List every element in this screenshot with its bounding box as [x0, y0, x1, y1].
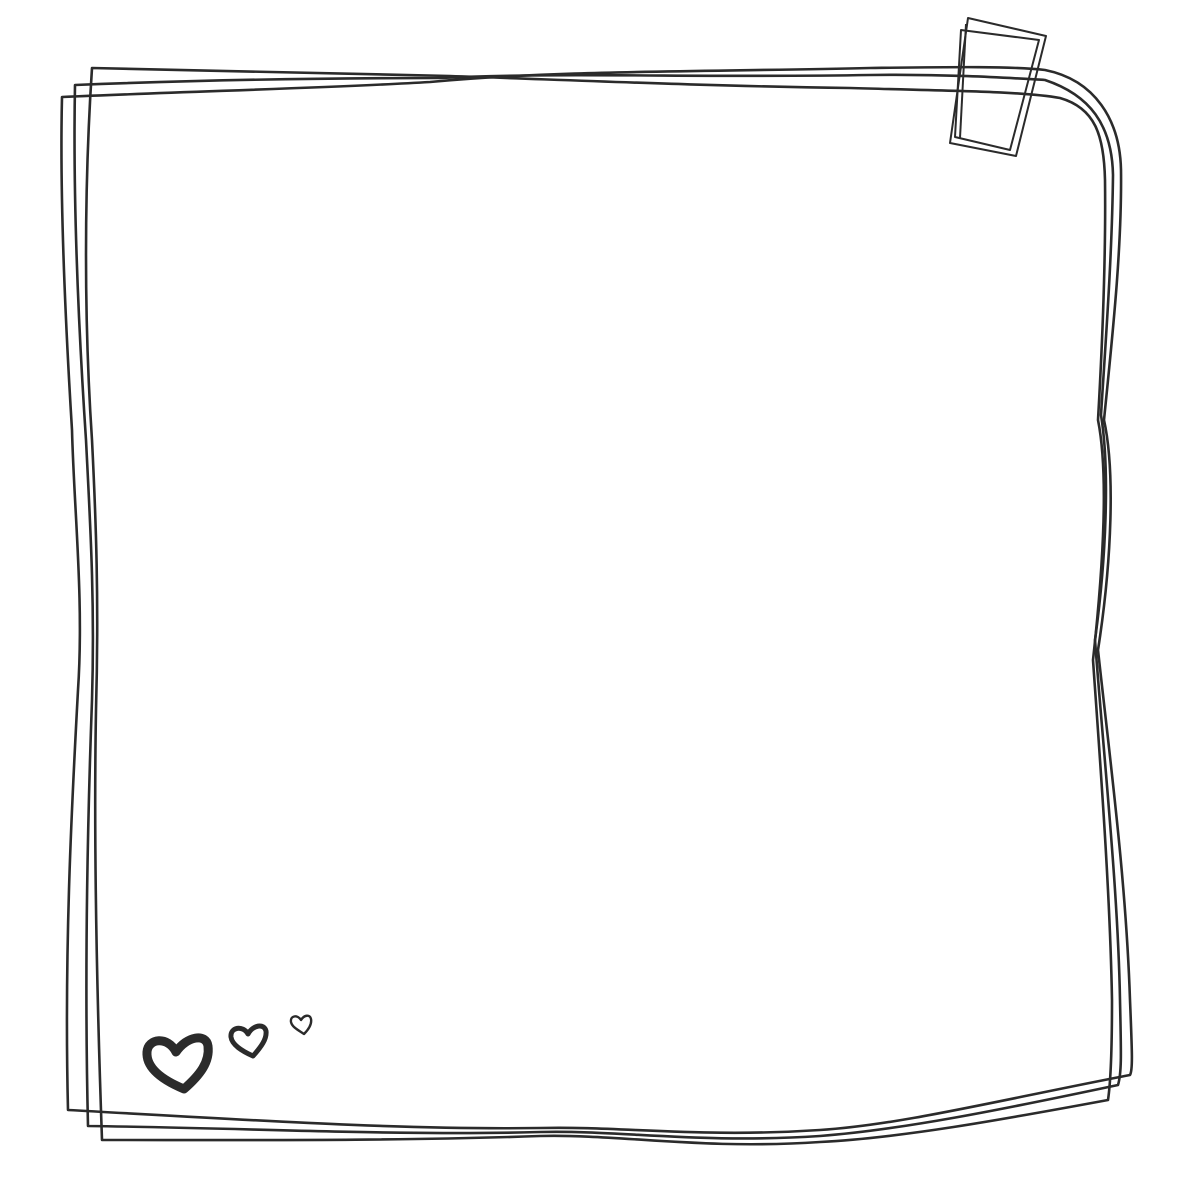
hearts-group: [142, 1014, 313, 1094]
frame-line-middle: [73, 73, 1123, 1140]
medium-heart-icon: [228, 1023, 269, 1059]
tape-strip-icon: [949, 17, 1047, 157]
hand-drawn-frame: [60, 65, 1134, 1146]
small-heart-icon: [289, 1014, 313, 1036]
frame-line-inner: [84, 66, 1114, 1146]
frame-line-outer: [60, 65, 1134, 1135]
large-heart-icon: [142, 1033, 213, 1094]
